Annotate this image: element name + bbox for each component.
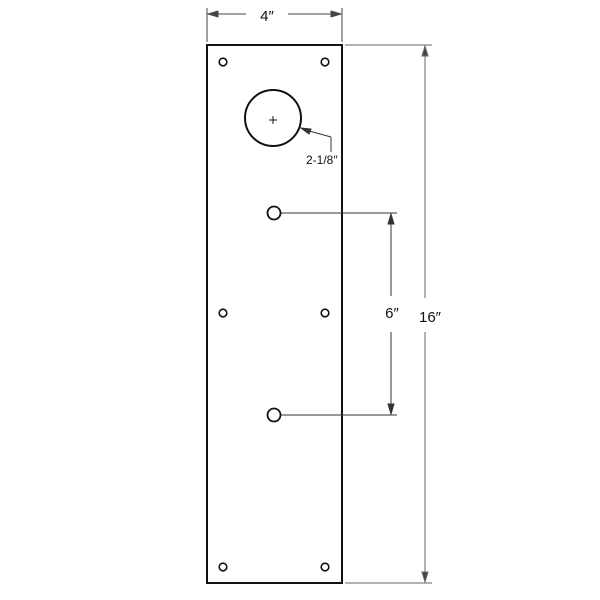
screw-hole (218, 308, 228, 318)
screw-hole (320, 308, 330, 318)
diameter-leader (299, 127, 332, 152)
screw-hole (320, 562, 330, 572)
screw-hole (320, 57, 330, 67)
large-cylinder-hole (244, 89, 302, 147)
upper-thru-hole (266, 205, 282, 221)
lower-thru-hole (266, 407, 282, 423)
height-dimension (345, 44, 432, 584)
height-label: 16″ (419, 309, 442, 326)
width-label: 4″ (260, 8, 274, 25)
hole-spacing-label: 6″ (385, 305, 399, 322)
screw-hole (218, 562, 228, 572)
screw-hole (218, 57, 228, 67)
screw-holes (218, 57, 330, 572)
plate-outline (206, 44, 343, 584)
diameter-label: 2-1/8″ (306, 153, 338, 167)
center-mark-icon (269, 116, 277, 124)
hole-spacing-dimension (281, 212, 397, 416)
width-dimension (206, 8, 343, 42)
